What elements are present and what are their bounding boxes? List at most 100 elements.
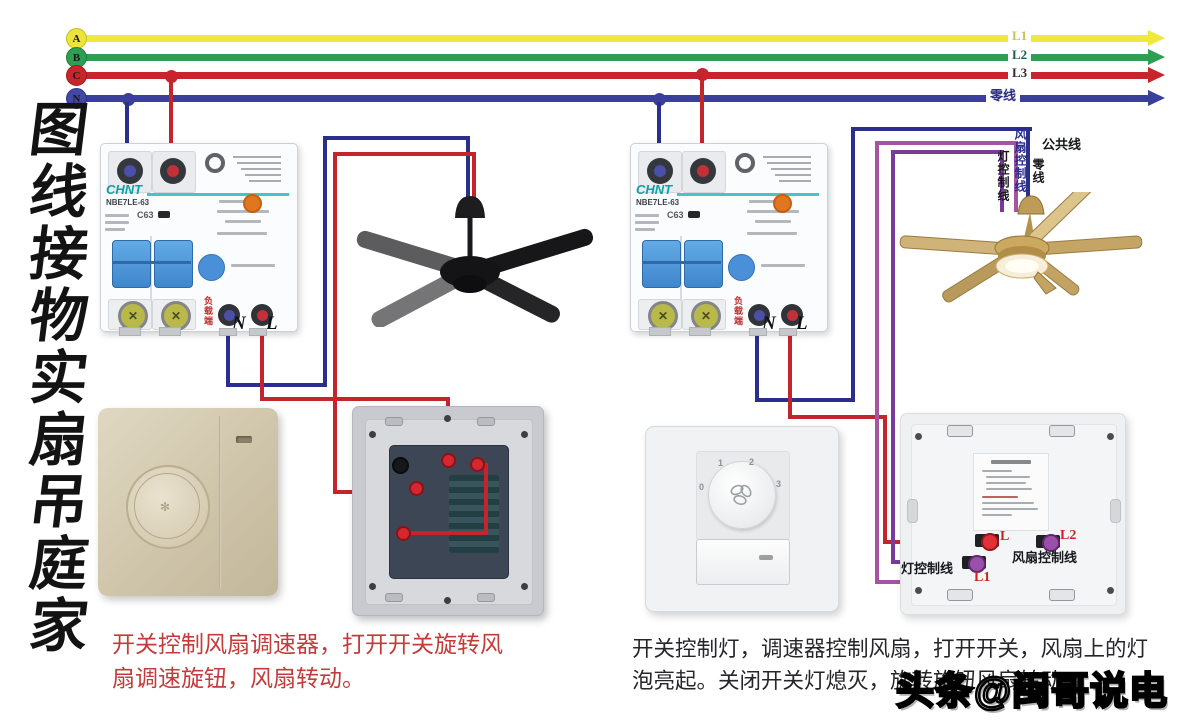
wire-segment [226,383,327,387]
side-slot [1110,499,1121,523]
side-slot [907,499,918,523]
input-terminal-n [647,158,673,184]
wire-segment [466,136,470,208]
vent-line [233,156,281,158]
vent-line [771,168,811,170]
mount-hole-icon [735,153,755,173]
screw-icon [444,415,451,422]
bus-wire-l1 [75,35,1150,42]
wire-segment [260,318,264,401]
bus-label-b: B [66,47,87,68]
load-side-label: 负载端 [733,296,743,326]
output-terminal-l [251,304,273,326]
screw-icon [369,431,376,438]
knob-position-2: 2 [749,457,755,467]
spec-text-bar [635,214,659,217]
din-tab [159,327,181,336]
terminal-screw: ✕ [648,301,678,331]
junction-dot [696,68,709,81]
wire-segment [226,318,230,387]
brand-label: CHNT [106,182,143,197]
brand-underline [147,193,289,196]
output-terminal-l [781,304,803,326]
diagram-title-char: 图 [26,98,93,163]
spec-text-bar [755,220,791,223]
caption-right: 开关控制灯，调速器控制风扇，打开开关，风扇上的灯 泡亮起。关闭开关灯熄灭，旋转旋… [632,633,1148,697]
screw-icon [521,431,528,438]
test-button [243,194,262,213]
wire-segment [883,415,887,544]
watermark: 头条@闽哥说电气 [895,670,1169,715]
bus-end-label-l1: L1 [1008,29,1032,43]
label-light-control-line: 灯控制线 [901,561,954,576]
din-tab [749,328,767,336]
wire-segment-fan-control [875,141,1018,145]
bus-label-n: N [66,88,87,109]
wire-segment [323,136,327,387]
diagram-title: 图线接物实扇吊庭家 [16,98,102,659]
label-fan-control-line: 风扇控制线 [1012,550,1078,565]
wire-segment [851,127,855,402]
terminal-live [981,533,999,551]
bus-wire-l2 [75,54,1150,61]
output-terminal-n [748,304,770,326]
arrowhead-l3-icon [1148,67,1165,83]
input-terminal-n [117,158,143,184]
brand-label: CHNT [636,182,673,197]
fan-light-controller-back [900,413,1126,615]
label-neutral-wire: 零线 [1031,158,1045,184]
wire-segment [851,127,1032,131]
indicator-window [688,211,700,218]
bus-wire-l3 [75,72,1150,79]
vent-line [249,180,281,182]
wire-segment-light-control [891,150,895,564]
vent-line [775,174,811,176]
wire-segment [700,77,704,164]
caption-left-line1: 开关控制风扇调速器，打开开关旋转风 [112,632,503,657]
din-tab [119,327,141,336]
rating-label: C63 [667,210,684,220]
wire-segment [323,136,470,140]
wire-segment-fan-control [1014,141,1018,212]
wire-segment [125,102,129,164]
ceiling-fan-black [356,196,594,327]
terminal-black [392,457,409,474]
caption-left: 开关控制风扇调速器，打开开关旋转风 扇调速旋钮，风扇转动。 [112,628,503,696]
screw-icon [1107,433,1114,440]
terminal-screw: ✕ [118,301,148,331]
terminal-light-out [968,555,986,573]
toggle-groove [112,261,191,264]
diagram-title-char: 庭 [26,532,93,597]
wire-segment [484,463,488,535]
ceiling-fan-gold [899,192,1143,303]
mount-slot [947,589,973,601]
caption-left-line2: 扇调速旋钮，风扇转动。 [112,666,365,691]
label-fan-control-wire: 风扇控制线 [1013,128,1027,193]
switch-indicator-slot [236,436,252,443]
wire-segment [260,397,450,401]
dimmer-knob-inner [134,473,200,539]
bus-end-label-neutral: 零线 [986,89,1021,103]
mount-hole-icon [205,153,225,173]
bus-label-a: A [66,28,87,49]
terminal-live-label: L [1000,529,1010,544]
bus-wire-neutral [75,95,1150,102]
knob-position-1: 1 [718,458,724,468]
wire-segment [788,415,887,419]
rocker-switch [696,539,790,585]
brand-underline [677,193,819,196]
screw-icon [521,583,528,590]
terminal-red [470,457,485,472]
vent-line [245,174,281,176]
input-terminal-l [160,158,186,184]
diagram-title-char: 接 [26,222,93,287]
diagram-title-char: 家 [26,594,93,659]
toggle-groove [642,261,721,264]
screw-icon [915,587,922,594]
spec-text-bar [219,200,259,203]
fan-dimmer-switch-plate: ✻ [98,408,278,596]
knob-position-3: 3 [776,479,782,489]
vent-line [237,162,281,164]
model-label: NBE7LE-63 [106,198,150,207]
switch-indicator-slot [759,555,773,560]
